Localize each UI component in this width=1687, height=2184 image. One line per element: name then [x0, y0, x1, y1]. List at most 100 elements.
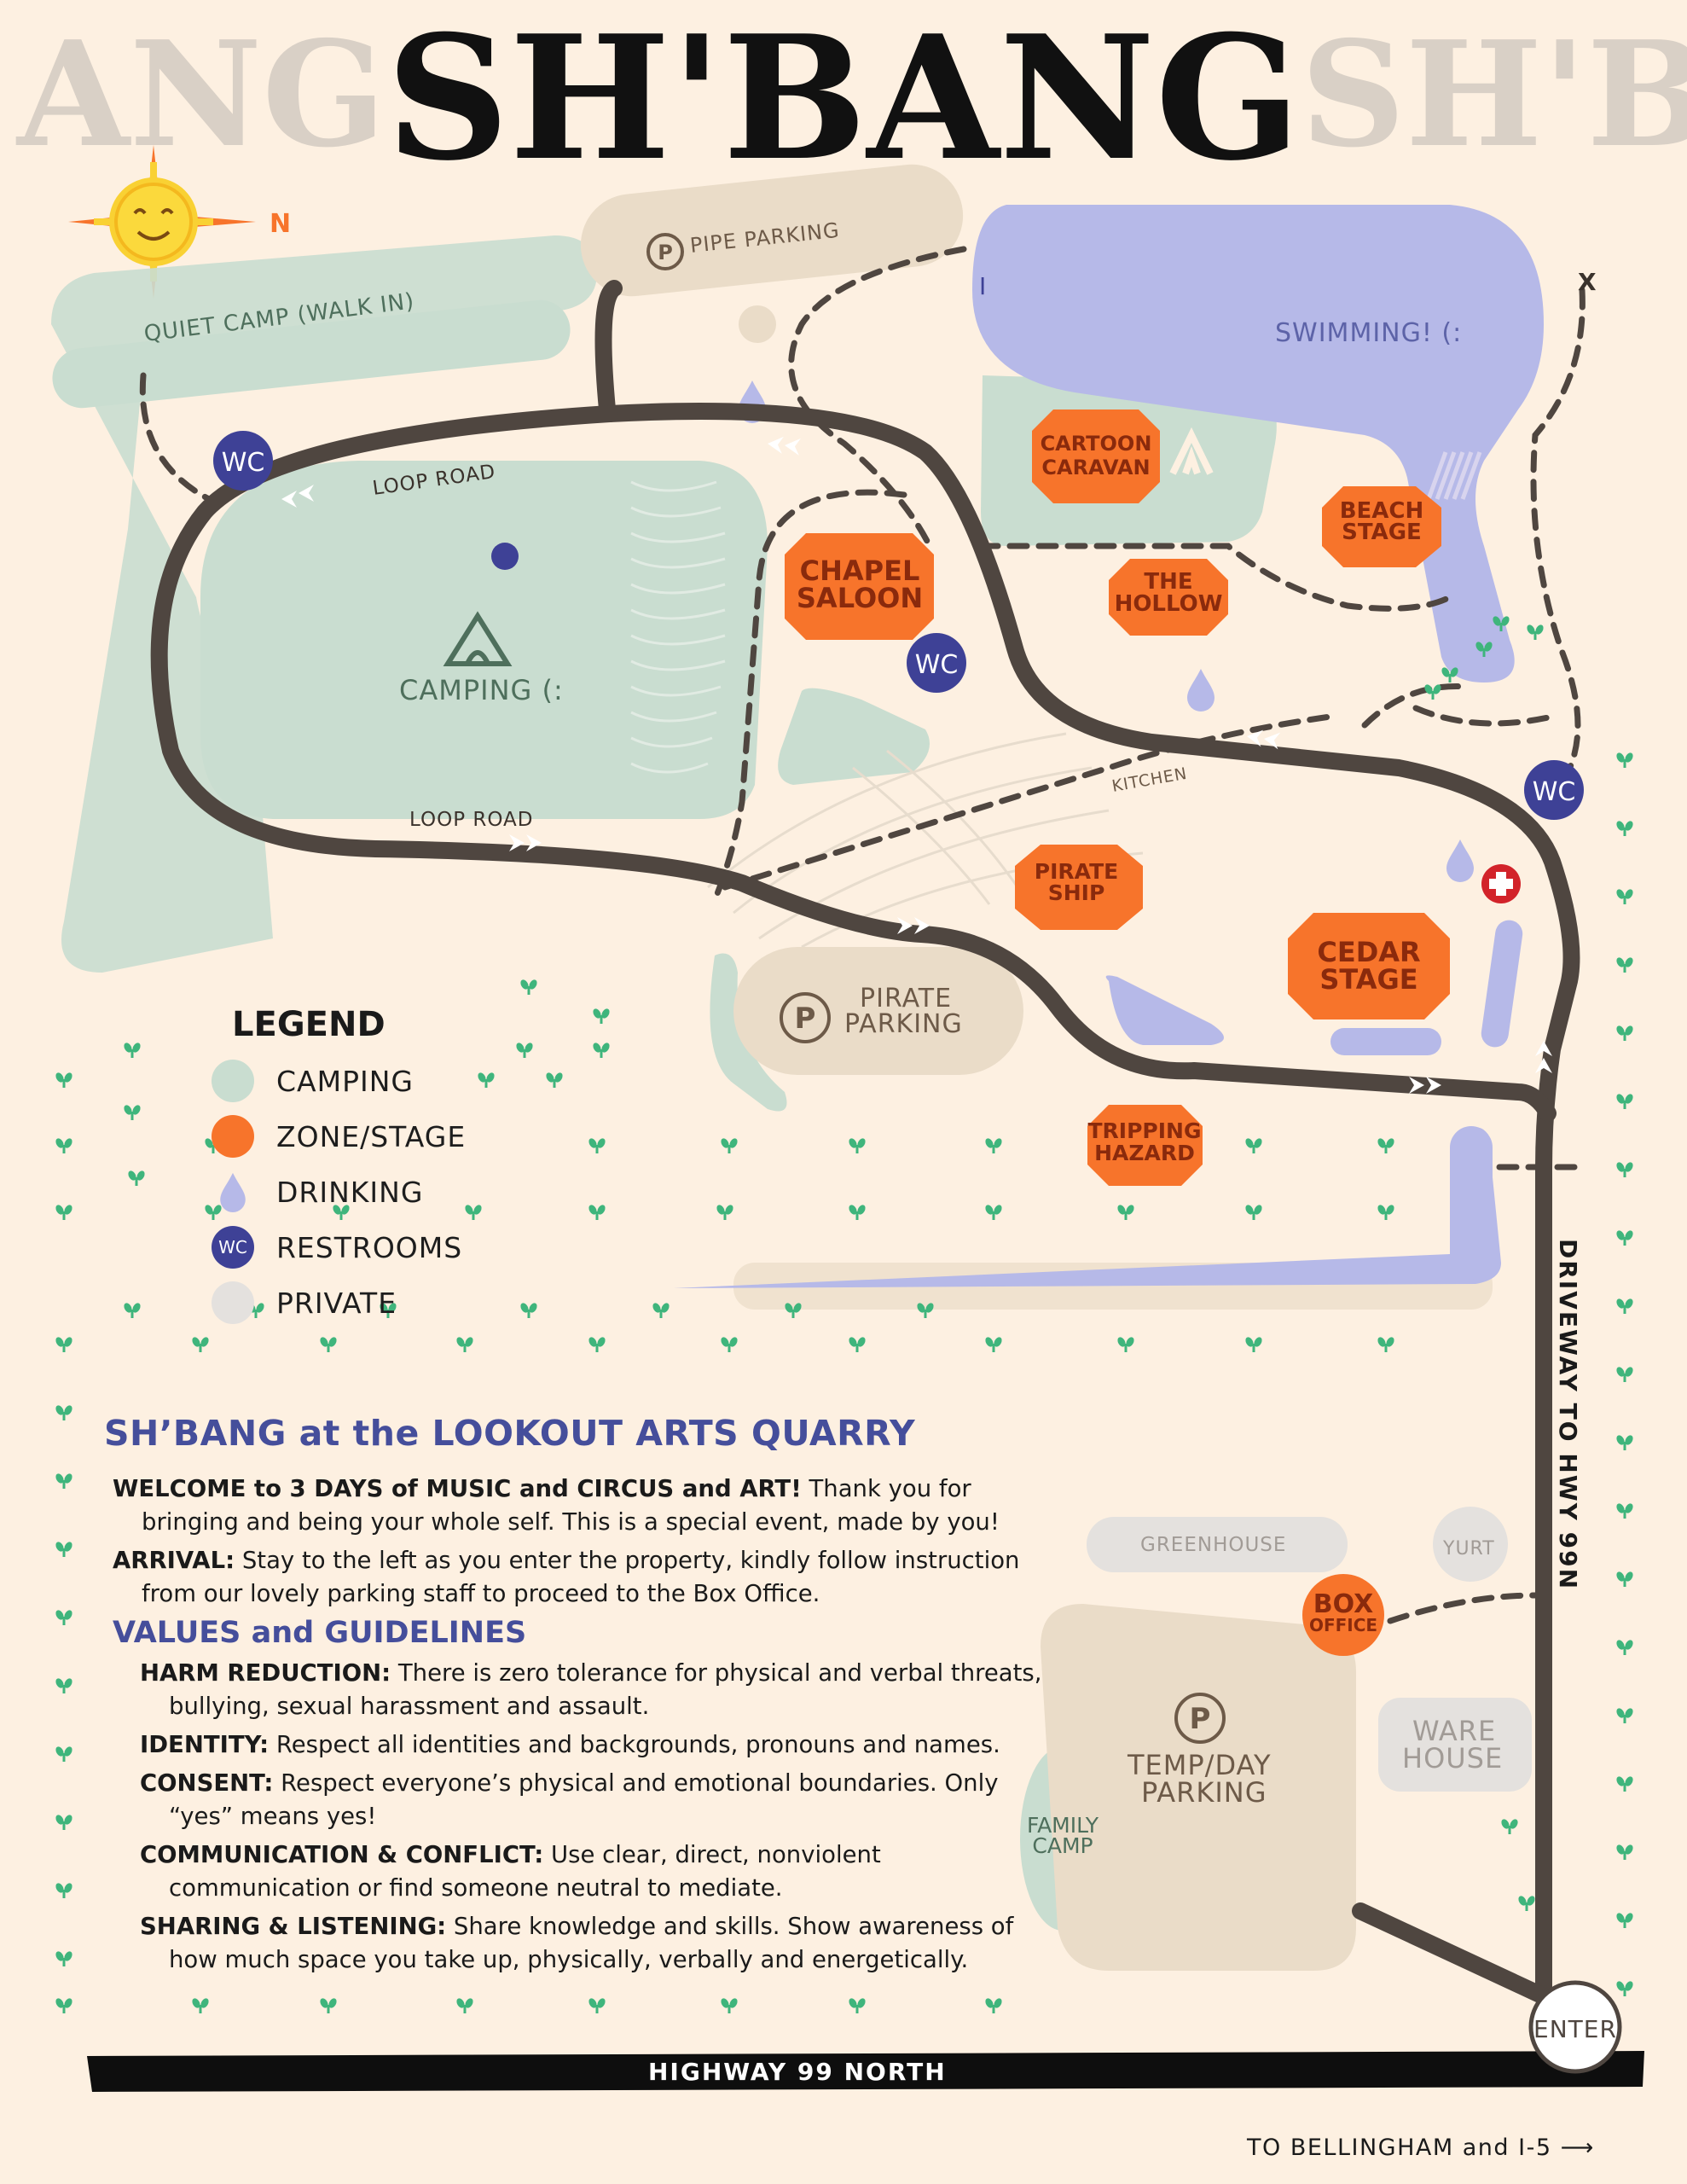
legend-item-drinking: DRINKING: [212, 1168, 423, 1216]
label-trail-x: X: [1578, 268, 1597, 296]
zone-beach-stage-line1: BEACH: [1340, 498, 1424, 524]
walking-trails: [139, 246, 1590, 1624]
values-heading: VALUES and GUIDELINES: [113, 1616, 527, 1650]
title-ghost-right: SH'B: [1301, 9, 1687, 180]
label-swimming: SWIMMING! (:: [1275, 318, 1462, 348]
zone-cartoon-caravan-line2: CARAVAN: [1041, 456, 1150, 479]
box-office-shape: [1302, 1574, 1384, 1656]
loop-road: [150, 280, 1580, 2005]
legend-label: DRINKING: [276, 1175, 424, 1209]
guideline-text: There is zero tolerance for physical and…: [169, 1659, 1042, 1720]
driveway-label: DRIVEWAY TO HWY 99N: [1554, 1239, 1582, 1591]
guideline-title: SHARING & LISTENING:: [140, 1913, 447, 1940]
guideline-title: HARM REDUCTION:: [140, 1659, 391, 1687]
guideline-item: CONSENT: Respect everyone’s physical and…: [140, 1767, 1059, 1833]
zone-chapel-saloon-line1: CHAPEL: [800, 555, 920, 587]
highway-label: HIGHWAY 99 NORTH: [648, 2058, 947, 2086]
label-family-camp-line1: FAMILY: [1027, 1813, 1099, 1838]
label-temp-parking-line1: TEMP/DAY: [1127, 1749, 1271, 1781]
zone-the-hollow-line1: THE: [1144, 569, 1192, 595]
highway-band: [87, 2051, 1644, 2092]
guideline-title: CONSENT:: [140, 1769, 274, 1797]
arrival-paragraph: ARRIVAL: Stay to the left as you enter t…: [113, 1544, 1059, 1611]
legend-item-restrooms: WC RESTROOMS: [212, 1223, 462, 1271]
label-warehouse-line2: HOUSE: [1402, 1742, 1503, 1774]
welcome-paragraph: WELCOME to 3 DAYS of MUSIC and CIRCUS an…: [113, 1472, 1059, 1539]
label-pirate-parking-line2: PARKING: [844, 1009, 963, 1039]
legend-label: ZONE/STAGE: [276, 1119, 467, 1153]
legend-item-camping: CAMPING: [212, 1057, 414, 1105]
campsite-marker: [491, 543, 519, 570]
legend-swatch-private: [212, 1281, 254, 1324]
guideline-item: COMMUNICATION & CONFLICT: Use clear, dir…: [140, 1838, 1059, 1905]
zone-tripping-hazard-line1: TRIPPING: [1088, 1118, 1202, 1143]
guideline-item: IDENTITY: Respect all identities and bac…: [140, 1728, 1059, 1762]
zone-cedar-stage-line1: CEDAR: [1317, 936, 1420, 968]
parking-symbol: P: [658, 241, 673, 264]
guideline-text: Respect all identities and backgrounds, …: [269, 1731, 1000, 1758]
info-section: SH’BANG at the LOOKOUT ARTS QUARRY WELCO…: [104, 1413, 1059, 1982]
zone-beach-stage-line2: STAGE: [1342, 520, 1422, 545]
label-pirate-parking-line1: PIRATE: [860, 984, 952, 1014]
label-temp-parking-line2: PARKING: [1141, 1776, 1267, 1809]
label-family-camp-line2: CAMP: [1032, 1833, 1093, 1858]
guideline-text: Respect everyone’s physical and emotiona…: [169, 1769, 999, 1830]
legend-label: PRIVATE: [276, 1286, 397, 1320]
parking-symbol: P: [795, 1002, 816, 1036]
parking-icons: [646, 233, 1226, 1744]
label-yurt: YURT: [1442, 1538, 1495, 1560]
legend-item-zone: ZONE/STAGE: [212, 1112, 466, 1160]
label-warehouse-line1: WARE: [1412, 1715, 1496, 1747]
camping-stripes: [630, 480, 726, 774]
legend-label: CAMPING: [276, 1064, 414, 1098]
label-greenhouse: GREENHOUSE: [1140, 1534, 1286, 1556]
zone-box-office-line2: OFFICE: [1309, 1615, 1377, 1635]
legend-swatch-zone: [212, 1115, 254, 1158]
parking-symbol: P: [1190, 1702, 1211, 1736]
zone-box-office-line1: BOX: [1313, 1589, 1373, 1619]
guideline-item: HARM REDUCTION: There is zero tolerance …: [140, 1657, 1059, 1723]
zone-tripping-hazard-line2: HAZARD: [1094, 1141, 1195, 1165]
guideline-title: IDENTITY:: [140, 1731, 270, 1758]
label-camping: CAMPING (:: [399, 674, 564, 706]
label-loop-road-bottom: LOOP ROAD: [409, 809, 534, 831]
legend-swatch-camping: [212, 1060, 254, 1102]
caravan-tent-icon: [1169, 427, 1214, 475]
legend-wc-icon: WC: [212, 1226, 254, 1269]
camping-tent-icon: [443, 611, 513, 666]
water-areas: [674, 205, 1544, 1288]
legend-label: RESTROOMS: [276, 1230, 463, 1264]
zone-cartoon-caravan-line1: CARTOON: [1041, 432, 1152, 456]
zone-pirate-ship-line1: PIRATE: [1035, 859, 1118, 884]
zone-chapel-saloon-line2: SALOON: [797, 582, 923, 614]
label-kitchen: KITCHEN: [1110, 764, 1189, 796]
label-trail-i: I: [979, 272, 986, 300]
guideline-text: Share knowledge and skills. Show awarene…: [169, 1913, 1014, 1973]
guideline-item: SHARING & LISTENING: Share knowledge and…: [140, 1910, 1059, 1977]
title-ghost-left: ANG: [15, 9, 386, 180]
enter-label: ENTER: [1533, 2015, 1617, 2043]
enter-marker: [1528, 1980, 1622, 2074]
guideline-text: Use clear, direct, nonviolent communicat…: [169, 1841, 881, 1902]
info-heading: SH’BANG at the LOOKOUT ARTS QUARRY: [104, 1413, 916, 1454]
arrival-text: Stay to the left as you enter the proper…: [142, 1547, 1020, 1607]
zone-pirate-ship-line2: SHIP: [1048, 880, 1105, 905]
zone-cedar-stage-line2: STAGE: [1319, 963, 1417, 996]
guideline-title: COMMUNICATION & CONFLICT:: [140, 1841, 544, 1868]
arrival-bold: ARRIVAL:: [113, 1547, 235, 1574]
zone-the-hollow-line2: HOLLOW: [1115, 591, 1223, 617]
wc-label: WC: [915, 650, 959, 680]
drinking-drop-icon: [212, 1170, 254, 1213]
restroom-icons: [213, 431, 1584, 820]
map-title: SH'BANG: [386, 0, 1301, 199]
bellingham-label: TO BELLINGHAM and I-5 ⟶: [1247, 2135, 1595, 2161]
wc-label: WC: [222, 448, 265, 478]
wc-label: WC: [1533, 777, 1576, 807]
welcome-bold: WELCOME to 3 DAYS of MUSIC and CIRCUS an…: [113, 1475, 802, 1502]
compass-icon: [68, 145, 256, 299]
legend-item-private: PRIVATE: [212, 1279, 397, 1327]
legend-title: LEGEND: [232, 1005, 386, 1044]
first-aid-icon: [1481, 864, 1521, 903]
beach-lines: [1426, 451, 1482, 500]
